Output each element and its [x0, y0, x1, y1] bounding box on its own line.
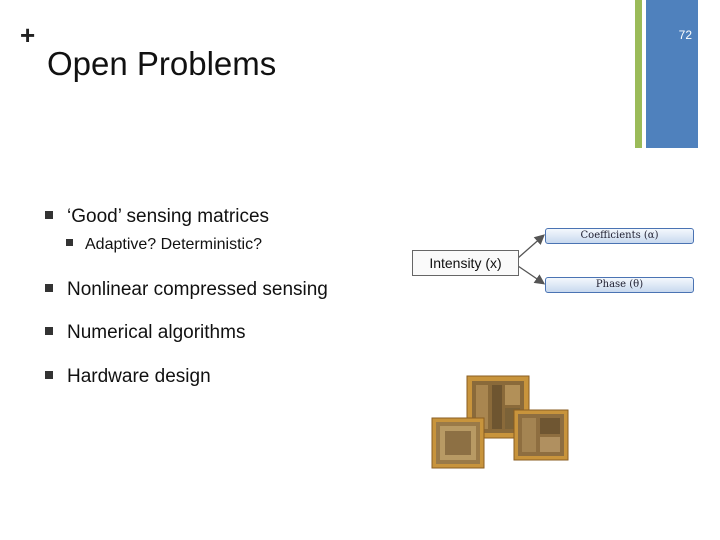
chip-back	[466, 375, 530, 439]
accent-bar-green	[635, 0, 642, 148]
sub-bullet-text: Adaptive? Deterministic?	[85, 236, 262, 253]
bullet-text: ‘Good’ sensing matrices	[67, 206, 270, 227]
intensity-box: Intensity (x)	[412, 250, 519, 276]
coefficients-pill: Coefficients (α)	[545, 228, 694, 244]
bullet-item: ‘Good’ sensing matrices	[45, 206, 269, 228]
bullet-text: Hardware design	[67, 366, 211, 387]
slide-number: 72	[678, 28, 692, 42]
bullet-item: Numerical algorithms	[45, 322, 245, 344]
chip-front-left	[431, 417, 485, 469]
bullet-text: Numerical algorithms	[67, 322, 246, 343]
bullet-marker-icon	[45, 210, 53, 219]
arrow-to-phase	[517, 265, 546, 285]
plus-mark: +	[20, 20, 36, 50]
phase-pill: Phase (θ)	[545, 277, 694, 293]
sub-bullet-item: Adaptive? Deterministic?	[66, 236, 262, 254]
chip-front-right	[513, 409, 569, 461]
hardware-chips-image	[431, 375, 569, 469]
bullet-text: Nonlinear compressed sensing	[67, 279, 328, 300]
page-title: Open Problems	[47, 45, 277, 82]
bullet-marker-icon	[45, 326, 53, 335]
arrow-to-coefficients	[517, 234, 545, 259]
accent-bar-blue	[646, 0, 698, 148]
bullet-item: Hardware design	[45, 366, 211, 388]
bullet-marker-icon	[45, 283, 53, 292]
bullet-marker-icon	[66, 239, 73, 247]
bullet-marker-icon	[45, 370, 53, 379]
bullet-item: Nonlinear compressed sensing	[45, 279, 328, 301]
